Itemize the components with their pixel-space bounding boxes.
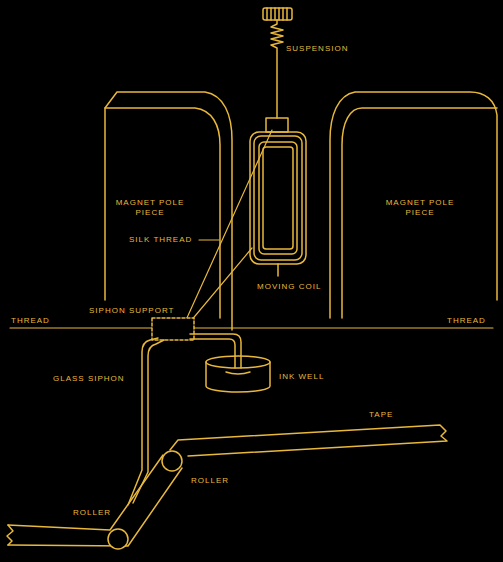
silk-thread (186, 130, 272, 322)
siphon-support-label: SIPHON SUPPORT (88, 306, 175, 316)
thread-label: THREAD (446, 316, 487, 326)
pole-piece-label: MAGNET POLE PIECE (112, 198, 188, 218)
ink-well-label: INK WELL (278, 372, 325, 382)
thread-label: THREAD (10, 316, 51, 326)
pole-piece-label: MAGNET POLE PIECE (382, 198, 458, 218)
magnet-pole-piece (330, 92, 497, 318)
roller-label: ROLLER (190, 476, 230, 486)
roller (108, 451, 182, 549)
roller-label: ROLLER (72, 508, 112, 518)
tape-label: TAPE (368, 410, 394, 420)
suspension-label: SUSPENSION (285, 44, 349, 54)
ink-well (206, 356, 270, 392)
silk-thread-label: SILK THREAD (128, 235, 193, 245)
siphon-support (152, 318, 194, 340)
tape (7, 425, 447, 546)
moving-coil-label: MOVING COIL (256, 282, 322, 292)
glass-siphon-label: GLASS SIPHON (52, 374, 126, 384)
suspension-knob (263, 8, 292, 118)
thread-line (10, 327, 493, 328)
moving-coil (250, 118, 306, 276)
